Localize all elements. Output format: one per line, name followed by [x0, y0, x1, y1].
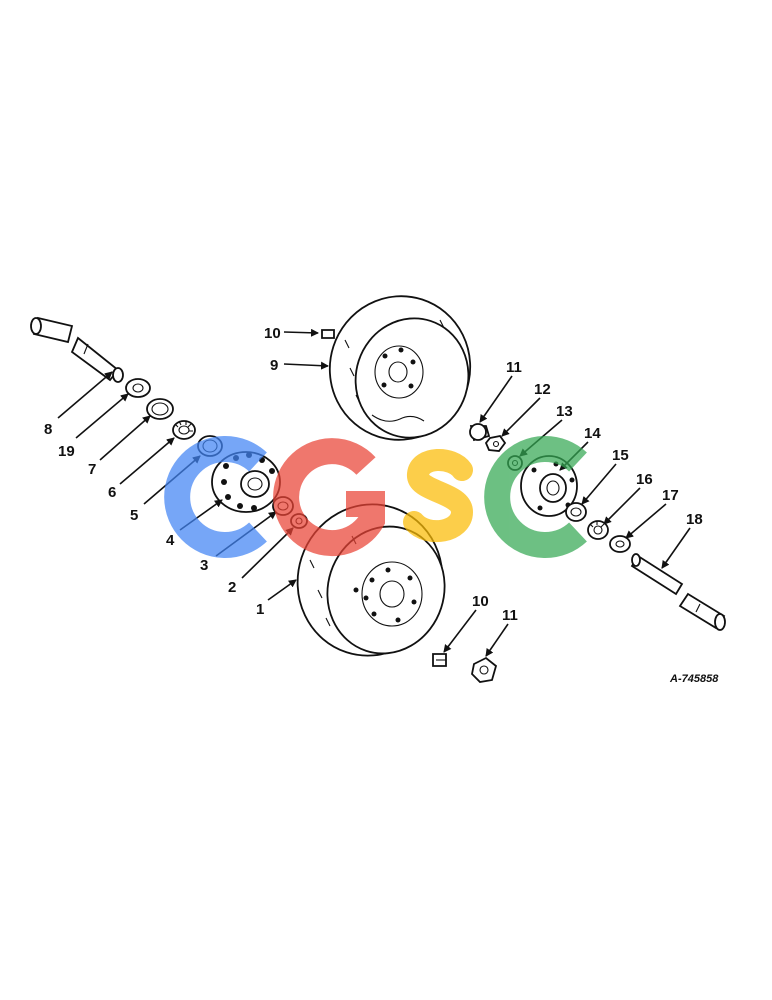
callout-5: 5	[130, 507, 138, 524]
wheel-nut-11-upper	[469, 423, 491, 442]
callout-15: 15	[612, 447, 629, 464]
watermark-letter-s	[403, 448, 474, 542]
callout-10-lower: 10	[472, 593, 489, 610]
wheel-bolt-10-lower	[432, 653, 447, 667]
watermark-cgsc	[164, 436, 587, 558]
washer-17	[609, 535, 631, 553]
wheel-bolt-10-upper	[321, 329, 335, 339]
callout-13: 13	[556, 403, 573, 420]
callout-18: 18	[686, 511, 703, 528]
callout-10-upper: 10	[264, 325, 281, 342]
nut-12	[484, 435, 507, 452]
hub-4	[211, 451, 281, 513]
callout-4: 4	[166, 532, 175, 549]
washer-19	[125, 378, 151, 398]
callout-9: 9	[270, 357, 278, 374]
callout-11-upper: 11	[506, 359, 522, 376]
watermark-letter-c1	[164, 436, 267, 558]
callout-6: 6	[108, 484, 116, 501]
left-spindle	[30, 316, 124, 383]
callout-7: 7	[88, 461, 96, 478]
upper-wheel-9	[328, 295, 472, 441]
watermark-letter-c2	[484, 436, 587, 558]
callout-2: 2	[228, 579, 236, 596]
drawing-id: A-745858	[669, 673, 719, 685]
bearing-cone-6	[172, 420, 196, 440]
callout-8: 8	[44, 421, 52, 438]
callout-14: 14	[584, 425, 601, 442]
bearing-cup-15	[565, 502, 587, 522]
callout-3: 3	[200, 557, 208, 574]
callout-labels: 8 19 7 6 5 4 3 2 1 10 9 11 12 13 14 15 1…	[44, 325, 703, 624]
right-spindle	[630, 553, 726, 631]
callout-11-lower: 11	[502, 607, 518, 624]
watermark-letter-g	[273, 438, 385, 557]
callout-19: 19	[58, 443, 75, 460]
wheel-nut-11-lower	[471, 656, 498, 683]
bearing-cone-16	[587, 520, 609, 540]
seal-7	[146, 398, 174, 420]
callout-12: 12	[534, 381, 551, 398]
callout-16: 16	[636, 471, 653, 488]
callout-1: 1	[256, 601, 264, 618]
callout-17: 17	[662, 487, 679, 504]
hub-14	[520, 455, 578, 517]
